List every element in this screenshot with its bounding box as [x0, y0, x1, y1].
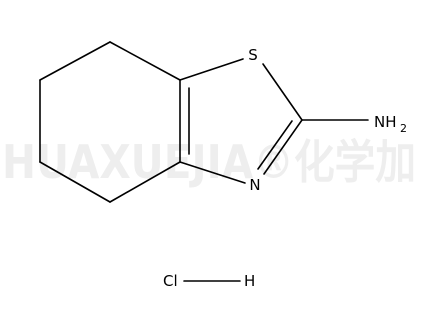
amine-subscript: 2: [400, 122, 407, 135]
bond-n3-c7a: [179, 161, 246, 184]
bond-c2-n3-double: [257, 120, 293, 170]
bond-c6-c7: [39, 161, 111, 203]
hydrochloride-salt: Cl H: [163, 272, 255, 290]
amine-label: NH: [374, 113, 397, 131]
watermark: HUAXUEJIA®化学加: [2, 135, 416, 189]
bond-c4-c5: [39, 41, 111, 81]
cyclohexene-ring: [39, 41, 181, 203]
sulfur-atom-label: S: [248, 46, 258, 64]
bond-s-c2: [262, 63, 303, 121]
bond-c7-c7a: [109, 161, 181, 203]
thiazole-ring: [179, 58, 303, 184]
ring-nitrogen-atom-label: N: [249, 176, 260, 194]
hydrogen-atom-label: H: [244, 272, 255, 290]
chlorine-atom-label: Cl: [163, 272, 178, 290]
bond-c3a-s: [179, 58, 244, 81]
bond-c3a-c4: [109, 41, 181, 81]
bond-c2-n3: [263, 119, 303, 175]
